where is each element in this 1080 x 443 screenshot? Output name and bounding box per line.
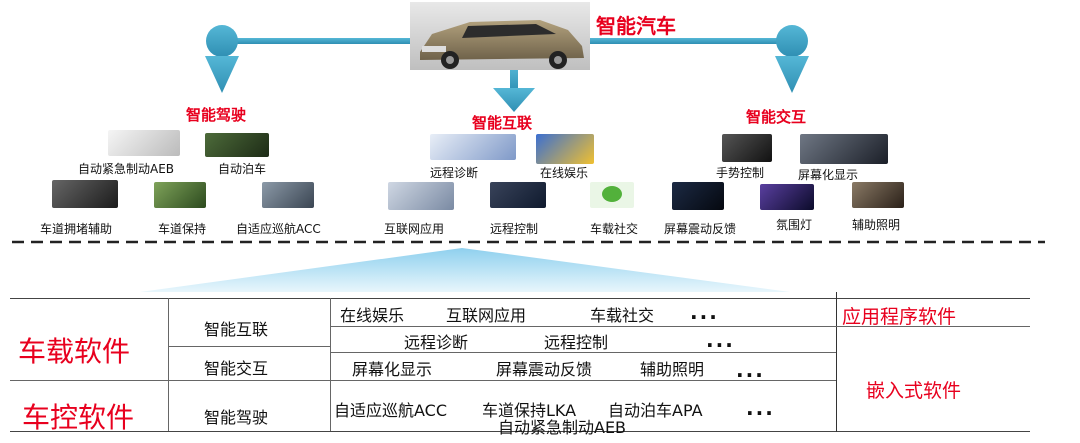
- label-internet-app: 互联网应用: [384, 222, 445, 236]
- ellipsis-r4: ...: [746, 396, 775, 420]
- diagram-connectors: [205, 2, 809, 112]
- aux-light-image: [852, 182, 904, 208]
- cell-remote-control: 远程控制: [544, 333, 609, 352]
- internet-app-image: [388, 182, 454, 210]
- remote-control-image: [490, 182, 546, 208]
- traffic-jam-image: [52, 180, 118, 208]
- right-arrow: [775, 56, 809, 93]
- parking-image: [205, 133, 269, 157]
- ellipsis-r1: ...: [690, 300, 719, 324]
- cell-screen-display: 屏幕化显示: [352, 360, 433, 379]
- separator: [12, 240, 1045, 292]
- category-connectivity: 智能互联: [204, 320, 269, 339]
- center-arrow: [493, 88, 535, 112]
- ellipsis-r3: ...: [736, 358, 765, 382]
- label-screen-display: 屏幕化显示: [798, 168, 859, 182]
- label-social: 车载社交: [590, 222, 639, 236]
- cell-acc: 自适应巡航ACC: [334, 401, 448, 420]
- gesture-image: [722, 134, 772, 162]
- right-node: [776, 25, 808, 57]
- cell-apa: 自动泊车APA: [608, 401, 703, 420]
- cell-aux-light: 辅助照明: [640, 360, 705, 379]
- online-ent-image: [536, 134, 594, 164]
- cell-aeb: 自动紧急制动AEB: [498, 418, 627, 437]
- left-arrow: [205, 56, 239, 93]
- haptic-image: [672, 182, 724, 210]
- ellipsis-r2: ...: [706, 328, 735, 352]
- label-embedded-software: 嵌入式软件: [866, 380, 962, 402]
- label-remote-control: 远程控制: [490, 222, 539, 236]
- label-haptic: 屏幕震动反馈: [664, 222, 737, 236]
- up-arrow: [140, 248, 790, 292]
- category-driving: 智能驾驶: [204, 408, 269, 427]
- label-aux-light: 辅助照明: [852, 218, 901, 232]
- label-gesture: 手势控制: [716, 166, 765, 180]
- screen-display-image: [800, 134, 888, 164]
- social-image: [590, 182, 634, 208]
- label-aeb: 自动紧急制动AEB: [78, 162, 175, 176]
- cell-remote-diagnosis: 远程诊断: [404, 333, 469, 352]
- branch-title-driving: 智能驾驶: [186, 106, 247, 124]
- label-traffic-jam: 车道拥堵辅助: [40, 222, 113, 236]
- lane-keep-image: [154, 182, 206, 208]
- left-node: [206, 25, 238, 57]
- aeb-image: [108, 130, 180, 156]
- chat-icon: [602, 186, 622, 202]
- cell-internet-app: 互联网应用: [446, 306, 527, 325]
- remote-diagnosis-image: [430, 134, 516, 160]
- branch-title-interaction: 智能交互: [746, 108, 807, 126]
- category-interaction: 智能交互: [204, 359, 269, 378]
- acc-image: [262, 182, 314, 208]
- label-acc: 自适应巡航ACC: [236, 222, 321, 236]
- label-application-software: 应用程序软件: [842, 306, 957, 328]
- label-vehicle-control-software: 车控软件: [22, 401, 135, 434]
- ambient-light-image: [760, 184, 814, 210]
- label-in-vehicle-software: 车载软件: [18, 335, 131, 368]
- label-ambient-light: 氛围灯: [776, 218, 813, 232]
- label-online-ent: 在线娱乐: [540, 166, 589, 180]
- cell-lka: 车道保持LKA: [482, 401, 577, 420]
- label-parking: 自动泊车: [218, 162, 267, 176]
- cell-social: 车载社交: [590, 306, 655, 325]
- main-title: 智能汽车: [596, 14, 676, 38]
- cell-online-ent: 在线娱乐: [340, 306, 405, 325]
- branch-title-connectivity: 智能互联: [472, 114, 533, 132]
- label-remote-diagnosis: 远程诊断: [430, 166, 479, 180]
- label-lane-keep: 车道保持: [158, 222, 207, 236]
- cell-haptic: 屏幕震动反馈: [496, 360, 593, 379]
